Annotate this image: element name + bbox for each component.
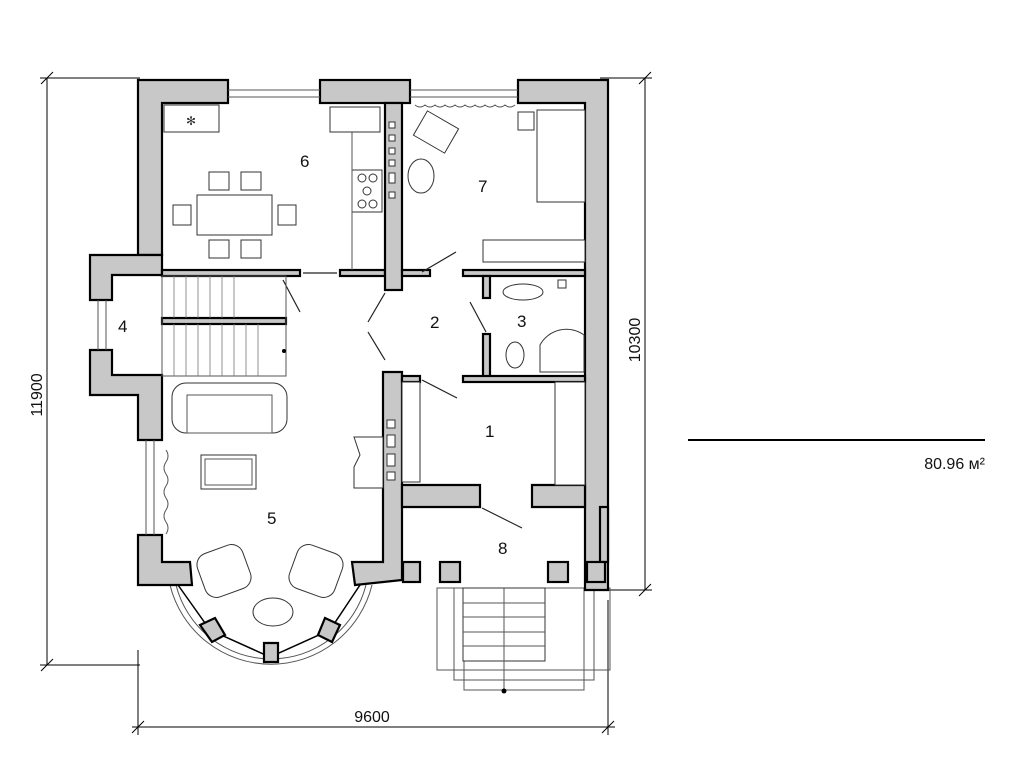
- walls: [88, 78, 610, 592]
- room-label-2: 2: [430, 313, 439, 332]
- room-label-5: 5: [267, 509, 276, 528]
- windows: [97, 89, 518, 535]
- room-label-6: 6: [300, 152, 309, 171]
- dimension-total-height: 11900: [29, 373, 46, 416]
- room-label-3: 3: [517, 312, 526, 331]
- room-label-1: 1: [485, 422, 494, 441]
- dimension-building-height: 10300: [627, 318, 644, 363]
- doors: [282, 251, 523, 529]
- room-label-8: 8: [498, 539, 507, 558]
- room-label-4: 4: [118, 317, 127, 336]
- svg-text:✻: ✻: [186, 114, 196, 128]
- area-value: 80.96 м²: [924, 456, 985, 473]
- entrance-stairs: [436, 587, 611, 694]
- dimension-width: 9600: [354, 709, 390, 726]
- interior-staircase: [161, 275, 287, 377]
- room-label-7: 7: [478, 177, 487, 196]
- room-labels: 1 2 3 4 5 6 7 8: [118, 152, 526, 558]
- bay-window: [169, 584, 373, 665]
- furniture: ✻: [163, 104, 586, 627]
- dimension-lines: [40, 71, 652, 735]
